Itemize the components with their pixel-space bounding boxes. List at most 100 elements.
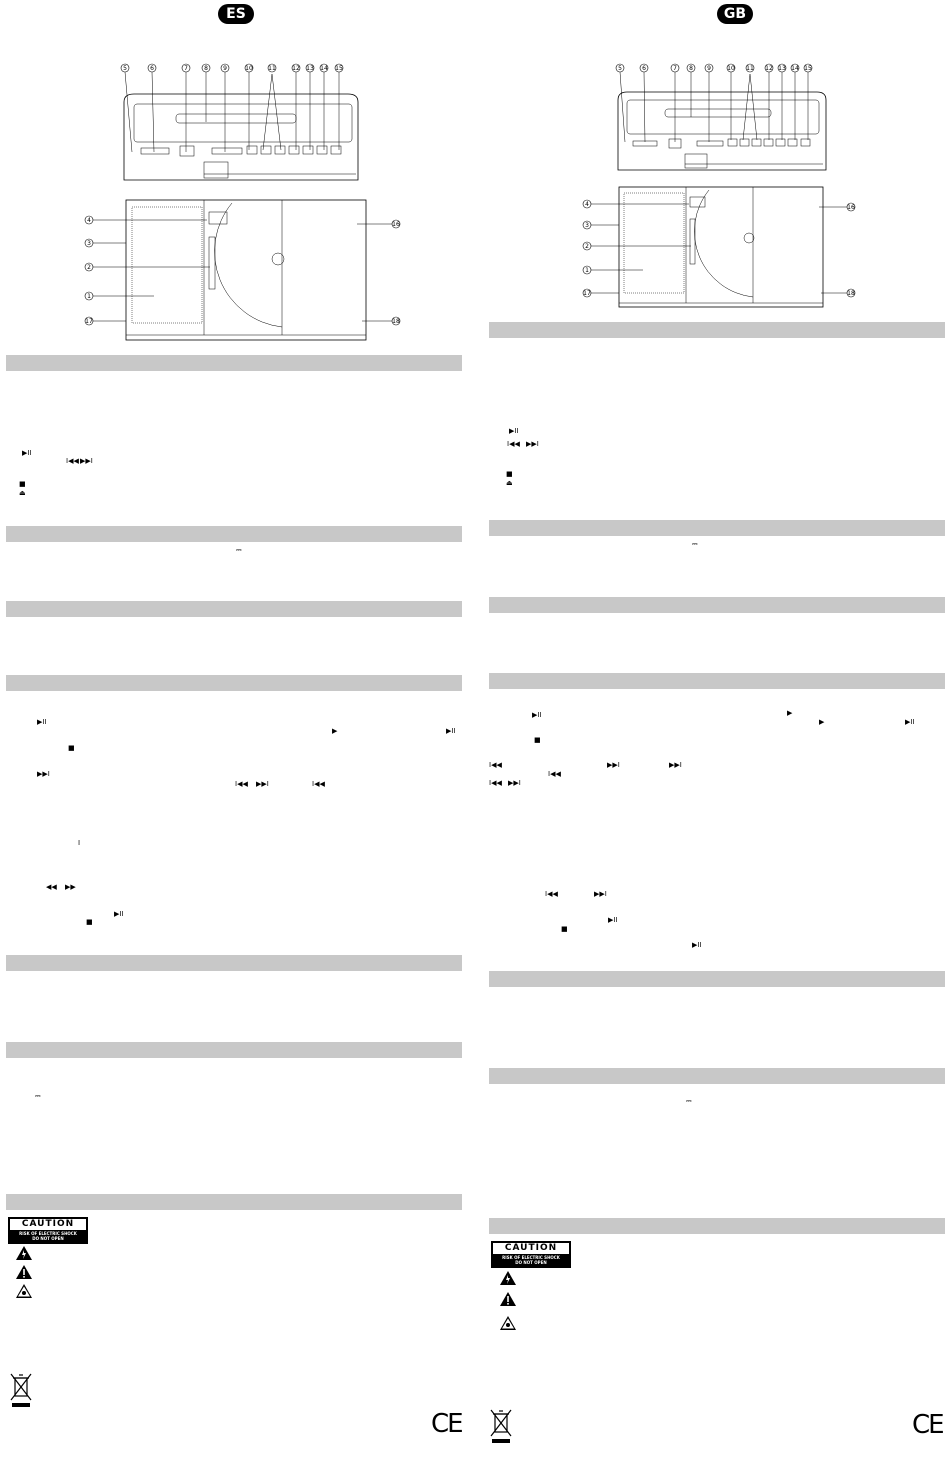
section-header-bar-4 [6, 675, 462, 691]
svg-text:17: 17 [583, 290, 591, 297]
svg-text:4: 4 [585, 201, 589, 208]
svg-text:18: 18 [847, 290, 855, 297]
stop-icon: ■ [19, 480, 26, 488]
lightning-warning-icon [500, 1271, 516, 1285]
play-icon: ▶ [787, 709, 793, 717]
ffw-icon: ▶▶ [65, 883, 76, 891]
svg-text:11: 11 [746, 65, 754, 72]
prev-icon: I◀◀ [548, 770, 561, 778]
svg-text:2: 2 [87, 264, 91, 271]
tick-mark: I [78, 839, 81, 847]
svg-text:14: 14 [320, 65, 328, 72]
section-header-bar-5 [6, 955, 462, 971]
dc-icon: ⎓ [236, 546, 242, 554]
play-pause-icon: ▶II [608, 916, 618, 924]
svg-text:11: 11 [268, 65, 276, 72]
next-icon: ▶▶I [607, 761, 620, 769]
stop-icon: ■ [561, 925, 568, 933]
prev-icon: I◀◀ [489, 779, 502, 787]
caution-line-2: DO NOT OPEN [515, 1260, 547, 1265]
svg-text:3: 3 [87, 240, 91, 247]
svg-text:8: 8 [689, 65, 693, 72]
lightning-warning-icon [16, 1246, 32, 1260]
ce-mark: CE [431, 1409, 464, 1439]
play-pause-icon: ▶II [905, 718, 915, 726]
svg-text:2: 2 [585, 243, 589, 250]
section-header-bar-5 [489, 971, 945, 987]
svg-text:13: 13 [778, 65, 786, 72]
svg-text:10: 10 [727, 65, 735, 72]
next-icon: ▶▶I [526, 440, 539, 448]
stop-icon: ■ [68, 744, 75, 752]
svg-text:15: 15 [335, 65, 343, 72]
dc-icon: ⎓ [35, 1092, 41, 1100]
prev-icon: I◀◀ [545, 890, 558, 898]
section-header-bar-7 [6, 1194, 462, 1210]
prev-icon: I◀◀ [507, 440, 520, 448]
svg-text:10: 10 [245, 65, 253, 72]
next-icon: ▶▶I [508, 779, 521, 787]
prev-icon: I◀◀ [66, 457, 79, 465]
section-header-bar-1 [489, 322, 945, 338]
language-badge-gb: GB [717, 4, 753, 24]
callout-5: 5 [123, 65, 127, 72]
play-pause-icon: ▶II [692, 941, 702, 949]
svg-text:15: 15 [804, 65, 812, 72]
svg-text:6: 6 [150, 65, 154, 72]
svg-text:9: 9 [223, 65, 227, 72]
caution-title: CAUTION [10, 1219, 86, 1230]
play-pause-icon: ▶II [446, 727, 456, 735]
caution-label: CAUTION RISK OF ELECTRIC SHOCK DO NOT OP… [8, 1217, 88, 1244]
svg-text:7: 7 [673, 65, 677, 72]
device-top-view-es: 5 6 7 8 9 10 11 12 13 14 15 [120, 63, 359, 181]
dc-icon: ⎓ [692, 540, 698, 548]
svg-text:16: 16 [847, 204, 855, 211]
next-icon: ▶▶I [256, 780, 269, 788]
rew-icon: ◀◀ [46, 883, 57, 891]
svg-text:1: 1 [585, 267, 589, 274]
eject-icon: ⏏ [19, 489, 26, 497]
weee-bin-icon [490, 1409, 512, 1443]
play-pause-icon: ▶II [37, 718, 47, 726]
svg-text:13: 13 [306, 65, 314, 72]
next-icon: ▶▶I [37, 770, 50, 778]
weee-bin-icon [10, 1373, 32, 1407]
next-icon: ▶▶I [80, 457, 93, 465]
laser-warning-icon [500, 1316, 516, 1330]
section-header-bar-4 [489, 673, 945, 689]
stop-icon: ■ [86, 918, 93, 926]
section-header-bar-3 [6, 601, 462, 617]
caution-line-1: RISK OF ELECTRIC SHOCK [502, 1255, 560, 1260]
caution-label: CAUTION RISK OF ELECTRIC SHOCK DO NOT OP… [491, 1241, 571, 1268]
svg-text:7: 7 [184, 65, 188, 72]
device-top-view-gb: 5 6 7 8 9 10 11 12 13 14 15 [615, 63, 827, 171]
section-header-bar-2 [489, 520, 945, 536]
prev-icon: I◀◀ [312, 780, 325, 788]
svg-text:16: 16 [392, 221, 400, 228]
section-header-bar-6 [6, 1042, 462, 1058]
exclamation-warning-icon [500, 1292, 516, 1306]
dc-icon: ⎓ [686, 1097, 692, 1105]
svg-text:5: 5 [618, 65, 622, 72]
caution-line-2: DO NOT OPEN [32, 1236, 64, 1241]
caution-line-1: RISK OF ELECTRIC SHOCK [19, 1231, 77, 1236]
svg-text:12: 12 [765, 65, 773, 72]
svg-text:4: 4 [87, 217, 91, 224]
eject-icon: ⏏ [506, 479, 513, 487]
play-pause-icon: ▶II [509, 427, 519, 435]
section-header-bar-2 [6, 526, 462, 542]
svg-text:6: 6 [642, 65, 646, 72]
prev-icon: I◀◀ [489, 761, 502, 769]
prev-icon: I◀◀ [235, 780, 248, 788]
stop-icon: ■ [534, 736, 541, 744]
svg-text:17: 17 [85, 318, 93, 325]
laser-warning-icon [16, 1284, 32, 1298]
svg-text:1: 1 [87, 293, 91, 300]
device-front-view-es: 4 3 2 1 17 16 18 [84, 199, 401, 341]
svg-text:3: 3 [585, 222, 589, 229]
ce-mark: CE [912, 1410, 945, 1440]
section-header-bar-1 [6, 355, 462, 371]
next-icon: ▶▶I [669, 761, 682, 769]
section-header-bar-6 [489, 1068, 945, 1084]
play-pause-icon: ▶II [532, 711, 542, 719]
